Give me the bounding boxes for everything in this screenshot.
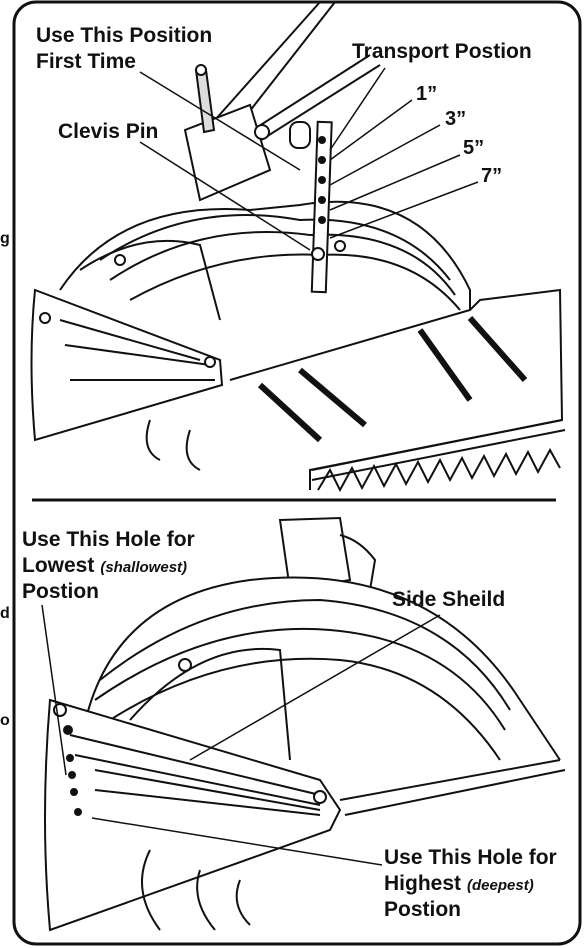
depth-label-7in: 7” [481,165,502,187]
top-leader-lines [139,67,479,251]
depth-label-3in: 3” [445,108,466,130]
depth-label-5in: 5” [463,137,484,159]
callout-lowest-prefix: Lowest [22,554,94,577]
callout-highest-line2: Highest (deepest) [384,872,534,895]
callout-lowest-line3: Postion [22,580,99,603]
left-edge-fragment: o [0,712,10,729]
bottom-leader-lines [41,604,441,866]
callout-use-this-position-line1: Use This Position [36,24,212,47]
callout-highest-prefix: Highest [384,872,461,895]
left-edge-fragment: d [0,605,10,622]
callout-lowest-line2: Lowest (shallowest) [22,554,187,577]
callout-lowest-line1: Use This Hole for [22,528,195,551]
callout-highest-line1: Use This Hole for [384,846,557,869]
callout-highest-italic: (deepest) [467,877,534,894]
callout-transport-position: Transport Postion [352,40,532,63]
bottom-illustration [44,516,566,932]
callout-clevis-pin: Clevis Pin [58,120,158,143]
left-edge-fragment: g [0,230,10,247]
depth-label-1in: 1” [416,83,437,105]
callout-lowest-italic: (shallowest) [100,559,187,576]
top-illustration [30,1,566,493]
callout-use-this-position-line2: First Time [36,50,136,73]
callout-side-sheild: Side Sheild [392,588,505,611]
callout-highest-line3: Postion [384,898,461,921]
